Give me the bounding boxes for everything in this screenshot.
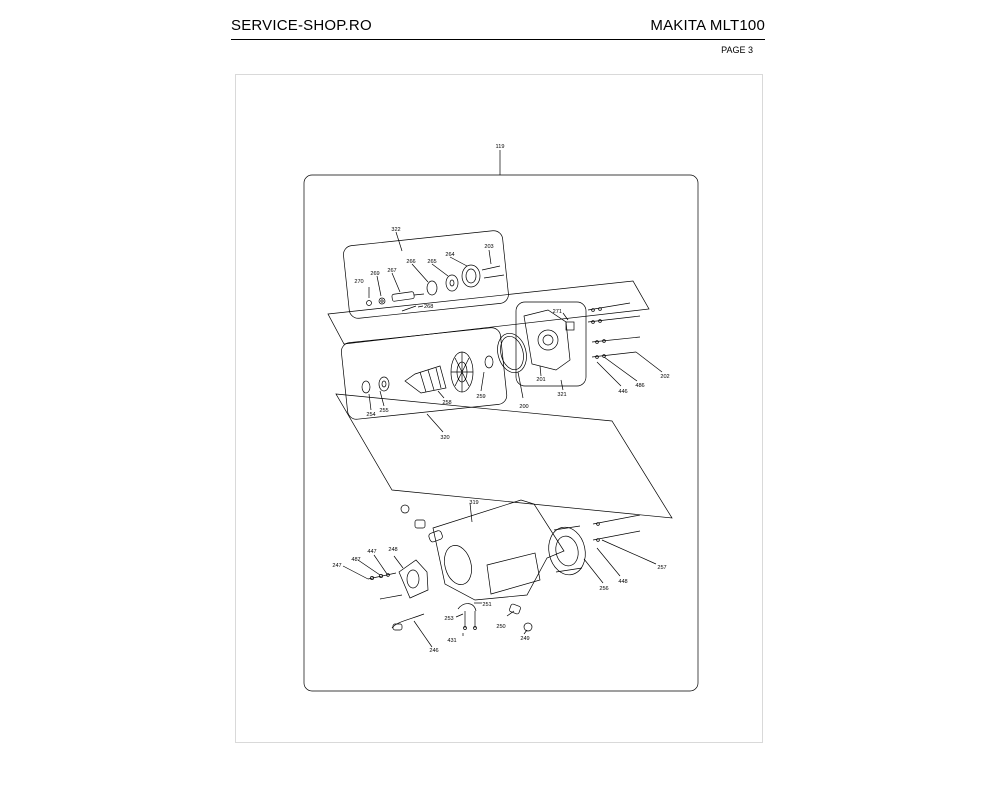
- callout-270: 270: [354, 279, 363, 285]
- callout-251: 251: [482, 602, 491, 608]
- site-name: SERVICE-SHOP.RO: [231, 17, 372, 34]
- part-267: [391, 291, 415, 302]
- callout-268: 268: [424, 304, 433, 310]
- screw-247: [367, 572, 397, 580]
- callout-264: 264: [445, 252, 454, 258]
- callout-321: 321: [557, 392, 566, 398]
- callout-254: 254: [366, 412, 375, 418]
- callout-203: 203: [484, 244, 493, 250]
- callout-447: 447: [367, 549, 376, 555]
- callout-258: 258: [442, 400, 451, 406]
- part-255: [378, 376, 390, 392]
- callout-448: 448: [618, 579, 627, 585]
- callout-259: 259: [476, 394, 485, 400]
- plane-upper: [327, 280, 650, 345]
- callout-257: 257: [657, 565, 666, 571]
- part-264: [461, 264, 481, 288]
- part-248: [398, 559, 429, 599]
- callout-201: 201: [536, 377, 545, 383]
- part-259: [484, 355, 494, 369]
- callout-253: 253: [444, 616, 453, 622]
- part-254: [361, 380, 371, 394]
- callout-246: 246: [429, 648, 438, 654]
- callout-319: 319: [469, 500, 478, 506]
- callout-271: 271: [553, 309, 562, 315]
- part-319-housing: [432, 499, 565, 601]
- part-200: [497, 332, 527, 374]
- screw-257a: [592, 514, 641, 525]
- callout-255: 255: [379, 408, 388, 414]
- diagram-frame: [235, 74, 763, 743]
- part-265: [445, 274, 459, 292]
- group-box-321: [515, 301, 587, 387]
- callout-249: 249: [520, 636, 529, 642]
- callout-119: 119: [496, 144, 505, 150]
- part-203: [481, 265, 501, 271]
- group-box-322: [343, 230, 509, 319]
- part-271: [565, 321, 575, 331]
- callout-322: 322: [391, 227, 400, 233]
- part-266: [426, 280, 438, 296]
- part-258-armature: [404, 365, 447, 394]
- part-268: [401, 305, 417, 312]
- callout-431: 431: [447, 638, 456, 644]
- model-name: MAKITA MLT100: [650, 17, 765, 34]
- callout-200: 200: [519, 404, 528, 410]
- part-321-housing: [523, 309, 571, 371]
- part-250: [509, 603, 521, 615]
- callout-446: 446: [618, 389, 627, 395]
- callout-320: 320: [440, 435, 449, 441]
- part-brush-holder: [414, 519, 426, 529]
- screws-202: [587, 302, 641, 359]
- screw-257b: [592, 530, 641, 541]
- callout-202: 202: [660, 374, 669, 380]
- callout-266: 266: [406, 259, 415, 265]
- callout-487: 487: [351, 557, 360, 563]
- part-249: [523, 622, 533, 632]
- callout-265: 265: [427, 259, 436, 265]
- callout-486: 486: [635, 383, 644, 389]
- callout-269: 269: [370, 271, 379, 277]
- plane-lower: [335, 393, 673, 519]
- part-251-clamp: [457, 603, 477, 612]
- callout-267: 267: [387, 268, 396, 274]
- callout-250: 250: [496, 624, 505, 630]
- callout-247: 247: [332, 563, 341, 569]
- header-divider: [231, 39, 765, 40]
- assembly-outline-119: [303, 174, 699, 692]
- callout-248: 248: [388, 547, 397, 553]
- group-box-320: [341, 327, 508, 420]
- part-256-stator: [548, 526, 586, 576]
- part-270: [366, 300, 372, 306]
- callout-256: 256: [599, 586, 608, 592]
- part-246-cord: [391, 613, 425, 629]
- page-number: PAGE 3: [721, 45, 753, 55]
